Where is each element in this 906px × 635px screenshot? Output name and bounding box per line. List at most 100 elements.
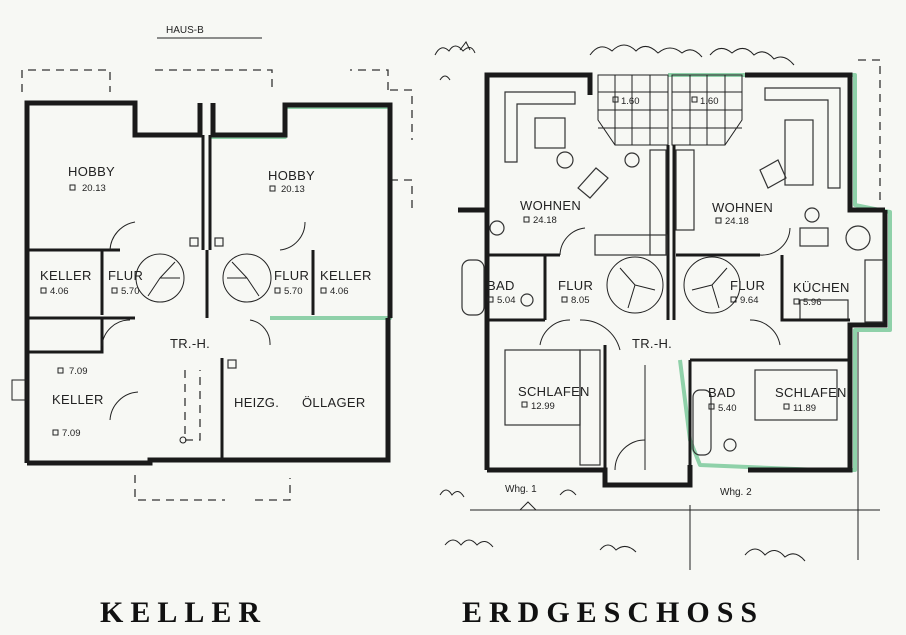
eg-outer-wall-top-right: [745, 72, 885, 213]
eg-room-name: KÜCHEN: [793, 280, 850, 295]
area-marker: [320, 287, 327, 294]
eg-door-arc-1: [559, 227, 586, 256]
keller-outer-wall-bottom: [27, 318, 391, 466]
keller-room-name: FLUR: [108, 268, 143, 283]
area-marker: [523, 216, 530, 223]
shrub-scribble-top-right: [709, 48, 795, 66]
erdgeschoss-plan: 1.60 1.60 WOHNEN 24.18 WOHNEN 24.18 BAD …: [434, 41, 892, 570]
area-marker: [730, 296, 737, 303]
eg-outer-wall-bottom: [487, 465, 693, 488]
plant-left: [624, 152, 640, 168]
eg-outer-wall-right: [748, 210, 888, 473]
keller-title: KELLER: [100, 596, 267, 629]
kitchen-counter-left: [594, 234, 668, 256]
keller-room-name: HEIZG.: [234, 395, 279, 410]
keller-room-area: 5.70: [121, 286, 140, 297]
sofa-left: [504, 91, 576, 163]
sofa-right: [764, 87, 841, 189]
keller-spiral-stair-right: [222, 253, 272, 303]
area-marker: [274, 287, 281, 294]
dining-table: [799, 227, 829, 247]
coffee-table-left: [534, 117, 566, 149]
wardrobe-left: [579, 349, 601, 466]
area-marker: [40, 287, 47, 294]
kitchen-counter-side: [649, 149, 667, 256]
eg-outer-wall-left: [484, 72, 593, 470]
shrub-scribble-ground: [444, 539, 806, 562]
area-marker: [612, 96, 619, 103]
armchair-right: [759, 159, 787, 189]
unit-label: Whg. 1: [505, 484, 537, 495]
keller-plan: HOBBY 20.13 HOBBY 20.13 KELLER 4.06 FLUR…: [11, 69, 413, 501]
area-marker: [52, 429, 59, 436]
keller-dash-outline-top: [155, 69, 273, 90]
keller-boiler: [227, 359, 237, 369]
armchair-left: [577, 167, 609, 199]
keller-room-name: KELLER: [320, 268, 372, 283]
shelf-right: [675, 149, 695, 231]
eg-room-area: 24.18: [725, 216, 749, 227]
keller-dash-outline-top-right: [350, 69, 389, 90]
area-marker: [561, 296, 568, 303]
wintergarten-right: [671, 74, 743, 146]
eg-room-name: BAD: [708, 385, 736, 400]
eg-spiral-stair-left-steps: [619, 267, 656, 309]
keller-spiral-stair-right-steps: [227, 261, 260, 297]
area-marker: [708, 403, 715, 410]
eg-room-name: WOHNEN: [520, 198, 581, 213]
keller-room-name: KELLER: [52, 392, 104, 407]
keller-room-name: TR.-H.: [170, 336, 210, 351]
shrub-scribble-top: [589, 44, 703, 58]
eg-room-area: 8.05: [571, 295, 590, 306]
keller-column-2: [214, 237, 224, 247]
wintergarten-grid: [598, 75, 742, 145]
keller-room-area: 4.06: [50, 286, 69, 297]
eg-room-area: 1.60: [700, 96, 719, 107]
keller-dash-outline-side-upper: [390, 89, 413, 140]
eg-room-name: SCHLAFEN: [775, 385, 847, 400]
keller-room-area: 5.70: [284, 286, 303, 297]
eg-room-area: 11.89: [793, 403, 816, 414]
eg-room-name: WOHNEN: [712, 200, 773, 215]
keller-spiral-stair-left-steps: [147, 261, 180, 297]
shrub-scribble-left: [434, 41, 476, 81]
area-marker: [691, 96, 698, 103]
bed-right: [754, 369, 838, 421]
kitchen-counter-right: [864, 259, 884, 323]
eg-room-name: TR.-H.: [632, 336, 672, 351]
eg-room-area: 12.99: [531, 401, 555, 412]
stool-left: [556, 151, 574, 169]
keller-wall-keller-lower: [27, 318, 104, 354]
keller-door-arc-4: [249, 319, 271, 346]
shrub-scribble-bottom: [439, 489, 577, 511]
keller-door-arc-3: [101, 319, 131, 347]
keller-door-arc-2: [279, 221, 306, 251]
area-marker: [57, 367, 64, 374]
eg-door-arc-4: [749, 319, 781, 346]
eg-wall-kuechen: [780, 255, 850, 322]
eg-spiral-stair-left: [606, 256, 664, 314]
keller-stair-steps: [184, 370, 201, 441]
keller-spiral-stair-left: [135, 253, 185, 303]
keller-room-name: HOBBY: [68, 164, 115, 179]
keller-dash-outline-top-left: [21, 69, 111, 92]
keller-room-area: 20.13: [281, 184, 305, 195]
eg-room-area: 5.04: [497, 295, 516, 306]
eg-door-arc-5: [614, 439, 646, 471]
keller-window-well: [11, 379, 28, 401]
keller-dash-outline-bottom-right: [255, 478, 291, 501]
plant-right: [804, 207, 820, 223]
keller-room-area: 7.09: [62, 428, 81, 439]
eg-room-area: 24.18: [533, 215, 557, 226]
keller-outer-wall-left: [24, 100, 203, 463]
erdgeschoss-highlight: [668, 73, 892, 472]
eg-room-area: 5.40: [718, 403, 737, 414]
eg-room-area: 1.60: [621, 96, 640, 107]
erdgeschoss-title: ERDGESCHOSS: [462, 596, 764, 629]
area-marker: [111, 287, 118, 294]
area-marker: [783, 403, 790, 410]
area-marker: [521, 401, 528, 408]
area-marker: [487, 296, 494, 303]
eg-dash-edge: [858, 59, 881, 200]
plant-kitchen: [845, 225, 871, 251]
